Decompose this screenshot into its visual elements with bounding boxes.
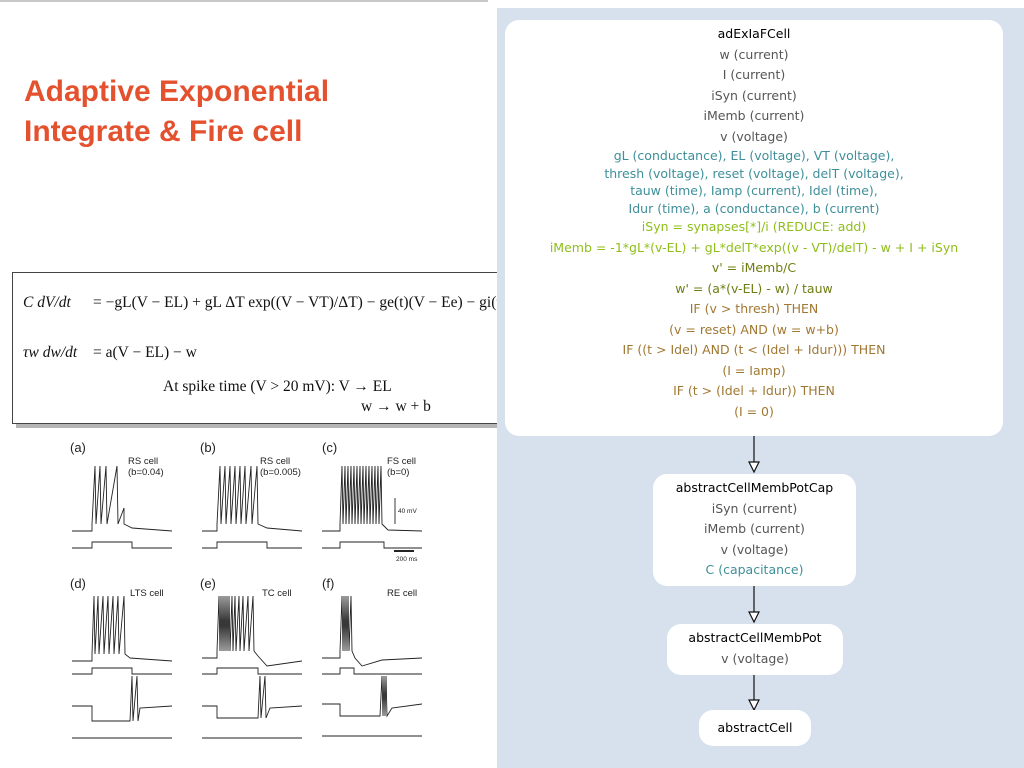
adex-parameter: thresh (voltage), reset (voltage), delT … <box>604 165 904 181</box>
node-base-name: abstractCell <box>717 720 793 735</box>
panel-d-tag: (d) <box>70 576 86 591</box>
node-adexiafcell[interactable]: adExIaFCell w (current) I (current) iSyn… <box>505 20 1003 436</box>
adex-parameter: tauw (time), Iamp (current), Idel (time)… <box>630 183 878 198</box>
panel-e-tag: (e) <box>200 576 216 591</box>
inheritance-arrows <box>748 436 760 712</box>
eq2-rhs: = a(V − EL) − w <box>93 344 198 361</box>
trace-b <box>202 465 303 549</box>
cap-parameter: C (capacitance) <box>705 562 804 577</box>
adex-dynamics: v' = iMemb/C <box>711 260 797 275</box>
scale-voltage: 40 mV <box>398 508 417 515</box>
adex-dynamics: w' = (a*(v-EL) - w) / tauw <box>675 280 833 296</box>
adex-parameter: Idur (time), a (conductance), b (current… <box>628 200 880 216</box>
eq2-lhs: τw dw/dt <box>23 344 78 361</box>
adex-derived: iSyn = synapses[*]/i (REDUCE: add) <box>641 219 867 234</box>
adex-exposure: v (voltage) <box>720 128 788 144</box>
top-rule <box>0 0 488 2</box>
eq1-rhs: = −gL(V − EL) + gL ΔT exp((V − VT)/ΔT) −… <box>93 294 575 311</box>
adex-event: (v = reset) AND (w = w+b) <box>669 321 839 337</box>
adex-derived: iMemb = -1*gL*(v-EL) + gL*delT*exp((v - … <box>549 239 959 255</box>
panel-a-param: (b=0.04) <box>128 467 164 478</box>
adex-exposure: iMemb (current) <box>703 108 805 123</box>
cap-exposure: v (voltage) <box>720 541 789 557</box>
trace-c <box>322 465 423 552</box>
equation-figure: C dV/dt = −gL(V − EL) + gL ΔT exp((V − V… <box>23 294 575 415</box>
adex-event: (I = Iamp) <box>722 362 786 378</box>
cap-exposure: iSyn (current) <box>711 500 798 516</box>
panel-f-name: RE cell <box>387 588 417 599</box>
voltage-traces-figure: (a) RS cell (b=0.04) (b) RS cell (b=0.00… <box>70 440 423 739</box>
panel-f-tag: (f) <box>322 576 334 591</box>
spike-rule: At spike time (V > 20 mV): V → EL <box>163 378 392 395</box>
panel-d-name: LTS cell <box>130 588 164 599</box>
adex-event: (I = 0) <box>734 403 774 419</box>
eq1-lhs: C dV/dt <box>23 294 71 311</box>
adex-event: IF (t > (Idel + Idur)) THEN <box>673 383 835 398</box>
panel-c-name: FS cell <box>387 456 416 467</box>
title-line-2: Integrate & Fire cell <box>24 115 303 148</box>
adex-parameter: gL (conductance), EL (voltage), VT (volt… <box>613 148 895 163</box>
title-line-1: Adaptive Exponential <box>24 75 330 108</box>
node-abstractcellmembpotcap[interactable]: abstractCellMembPotCap iSyn (current) iM… <box>653 474 856 586</box>
adex-exposure: iSyn (current) <box>711 87 797 103</box>
scale-time: 200 ms <box>396 556 418 563</box>
panel-b-tag: (b) <box>200 440 216 455</box>
node-adex-name: adExIaFCell <box>717 26 791 41</box>
equation-box: C dV/dt = −gL(V − EL) + gL ΔT exp((V − V… <box>12 272 576 424</box>
panel-b-name: RS cell <box>260 456 290 467</box>
spike-rule-2: w → w + b <box>361 398 431 415</box>
trace-f <box>322 595 423 737</box>
trace-d <box>72 595 173 739</box>
pot-exposure: v (voltage) <box>721 650 789 666</box>
slide-title: Adaptive Exponential Integrate & Fire ce… <box>24 72 444 152</box>
panel-a-name: RS cell <box>128 456 158 467</box>
adex-exposure: I (current) <box>722 67 786 82</box>
panel-e-name: TC cell <box>262 588 292 599</box>
adex-exposure: w (current) <box>719 46 789 62</box>
adex-event: IF (v > thresh) THEN <box>689 301 819 316</box>
node-pot-name: abstractCellMembPot <box>688 630 822 645</box>
panel-c-tag: (c) <box>322 440 337 455</box>
node-cap-name: abstractCellMembPotCap <box>675 480 834 495</box>
panel-a-tag: (a) <box>70 440 86 455</box>
trace-e <box>202 595 303 739</box>
cap-exposure: iMemb (current) <box>704 521 805 536</box>
panel-c-param: (b=0) <box>387 467 409 478</box>
node-abstractcellmembpot[interactable]: abstractCellMembPot v (voltage) <box>667 624 843 675</box>
trace-a <box>72 465 173 549</box>
panel-b-param: (b=0.005) <box>260 467 301 478</box>
node-abstractcell[interactable]: abstractCell <box>699 710 811 746</box>
adex-event: IF ((t > Idel) AND (t < (Idel + Idur))) … <box>622 342 886 357</box>
component-hierarchy-panel: adExIaFCell w (current) I (current) iSyn… <box>497 8 1024 768</box>
